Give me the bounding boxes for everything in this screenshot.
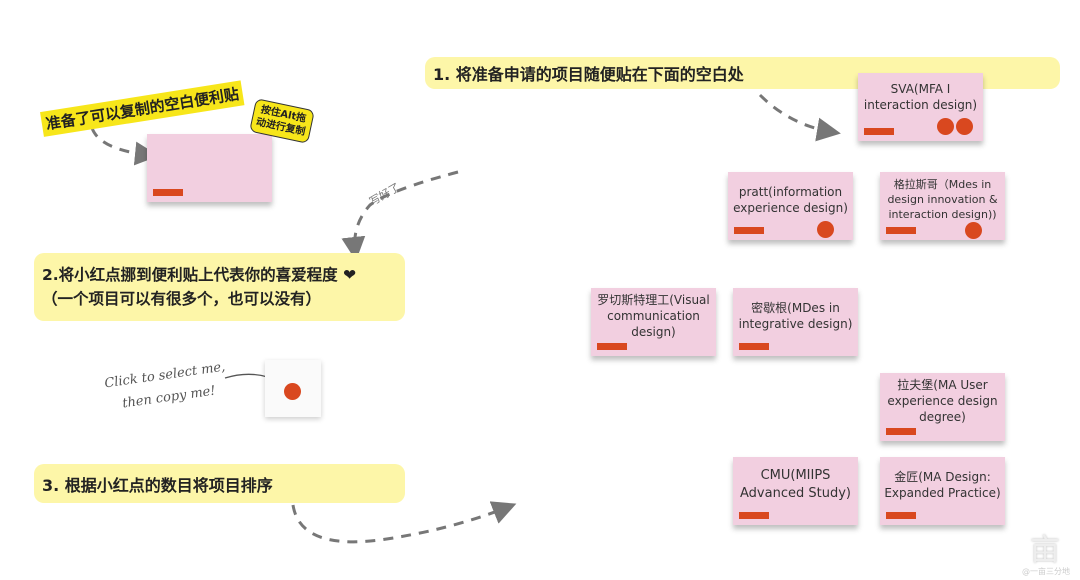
step-2-banner: 2.将小红点挪到便利贴上代表你的喜爱程度 ❤ （一个项目可以有很多个，也可以没有… [34, 253, 405, 321]
sticky-note-sva[interactable]: SVA(MFA I interaction design) [858, 73, 983, 141]
note-tag [153, 189, 183, 196]
note-tag [734, 227, 764, 234]
step-1-text: 1. 将准备申请的项目随便贴在下面的空白处 [433, 65, 744, 84]
note-tag [864, 128, 894, 135]
red-dot[interactable] [937, 118, 954, 135]
note-text: 格拉斯哥（Mdes in design innovation & interac… [887, 178, 998, 221]
watermark-logo: 亩 [1030, 533, 1060, 568]
note-text: 拉夫堡(MA User experience design degree) [887, 378, 998, 424]
note-text: SVA(MFA I interaction design) [863, 82, 978, 112]
note-tag [739, 512, 769, 519]
note-text: 罗切斯特理工(Visual communication design) [597, 293, 710, 339]
arrow-to-sva [758, 93, 841, 142]
note-tag [597, 343, 627, 350]
sticky-note-goldsmiths[interactable]: 金匠(MA Design: Expanded Practice) [880, 457, 1005, 525]
arrow-to-step2 [341, 170, 459, 261]
blank-sticky-note[interactable] [147, 134, 272, 202]
arrow-to-blank-note [90, 127, 159, 166]
step-3-text: 3. 根据小红点的数目将项目排序 [42, 475, 273, 495]
note-text: pratt(information experience design) [733, 185, 848, 215]
note-tag [886, 428, 916, 435]
note-text: 密歇根(MDes in integrative design) [738, 301, 853, 331]
red-dot[interactable] [817, 221, 834, 238]
sticky-note-rit[interactable]: 罗切斯特理工(Visual communication design) [591, 288, 716, 356]
red-dot-source-card[interactable] [265, 360, 321, 417]
step-1-banner: 1. 将准备申请的项目随便贴在下面的空白处 [425, 57, 1060, 89]
red-dot[interactable] [956, 118, 973, 135]
note-tag [886, 512, 916, 519]
step-2-text-line2: （一个项目可以有很多个，也可以没有） [42, 290, 322, 308]
note-tag [886, 227, 916, 234]
sticky-note-michigan[interactable]: 密歇根(MDes in integrative design) [733, 288, 858, 356]
red-dot[interactable] [965, 222, 982, 239]
sticky-note-pratt[interactable]: pratt(information experience design) [728, 172, 853, 240]
watermark-text: @一亩三分地 [1022, 567, 1070, 576]
sticky-note-cmu[interactable]: CMU(MIIPS Advanced Study) [733, 457, 858, 525]
red-dot[interactable] [284, 383, 301, 400]
note-tag [739, 343, 769, 350]
sticky-note-loughborough[interactable]: 拉夫堡(MA User experience design degree) [880, 373, 1005, 441]
step-3-banner: 3. 根据小红点的数目将项目排序 [34, 464, 405, 503]
step-2-text-line1: 2.将小红点挪到便利贴上代表你的喜爱程度 ❤ [42, 266, 357, 284]
arrow-step3 [291, 501, 517, 544]
note-text: 金匠(MA Design: Expanded Practice) [884, 470, 1001, 500]
sticky-note-glasgow[interactable]: 格拉斯哥（Mdes in design innovation & interac… [880, 172, 1005, 240]
note-text: CMU(MIIPS Advanced Study) [740, 468, 851, 501]
